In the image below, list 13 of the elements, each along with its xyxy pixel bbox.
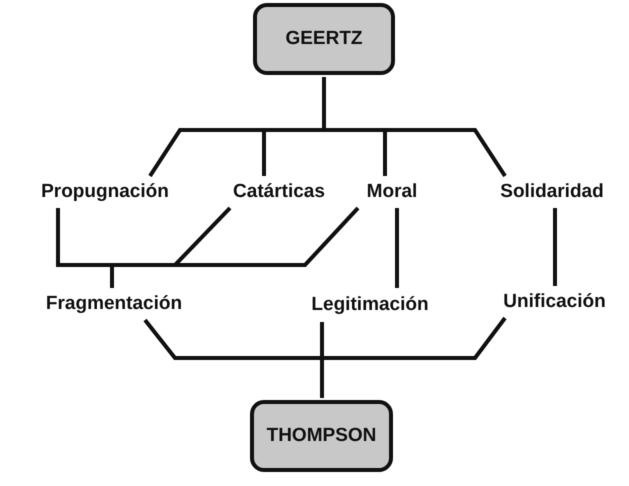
connector-line	[395, 208, 399, 288]
concept-label: Moral	[352, 178, 432, 206]
process-box	[250, 400, 393, 472]
box-title: GEERTZ	[285, 28, 363, 50]
box-title: THOMPSON	[266, 425, 376, 447]
connector-line	[553, 208, 557, 286]
concept-label: Catárticas	[204, 178, 354, 206]
process-box	[253, 3, 395, 75]
concept-label: Solidaridad	[476, 178, 628, 206]
concept-label: Legitimación	[285, 290, 455, 320]
concept-label: Unificación	[480, 288, 629, 316]
concept-label: Propugnación	[8, 178, 202, 206]
concept-label: Fragmentación	[14, 290, 214, 318]
